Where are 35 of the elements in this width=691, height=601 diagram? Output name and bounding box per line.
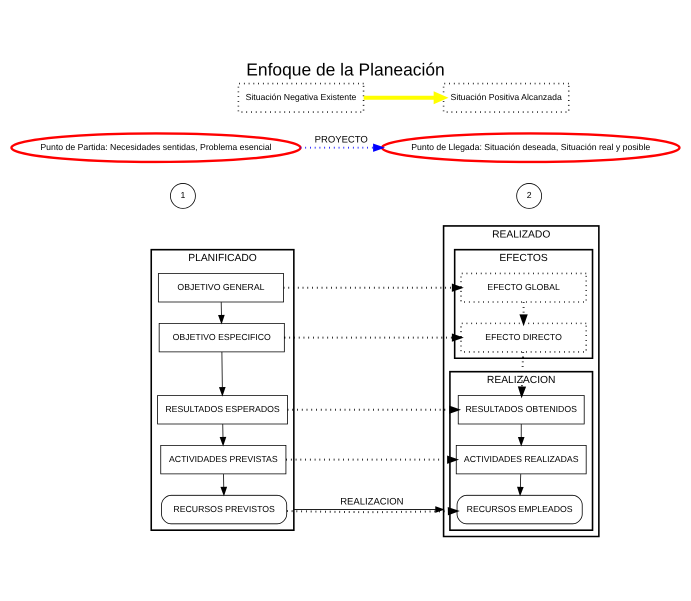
node-box: EFECTO DIRECTO xyxy=(460,322,587,353)
node-box: OBJETIVO GENERAL xyxy=(158,273,284,302)
arrow xyxy=(284,284,464,292)
edge-label: PROYECTO xyxy=(314,134,368,146)
node-box: OBJETIVO ESPECIFICO xyxy=(158,322,285,352)
node-box: Situación Negativa Existente xyxy=(238,82,364,113)
arrow xyxy=(284,333,464,342)
node-ellipse: Punto de Partida: Necesidades sentidas, Problema esencial xyxy=(10,132,302,164)
arrow xyxy=(517,474,524,496)
arrow xyxy=(364,91,448,104)
arrow xyxy=(288,406,462,414)
node-ellipse: Punto de Llegada: Situación deseada, Situación real y posible xyxy=(380,132,681,164)
arrow xyxy=(519,302,528,326)
arrow xyxy=(286,455,460,464)
node-box: ACTIVIDADES REALIZADAS xyxy=(456,445,587,474)
node-circle: 2 xyxy=(516,183,542,209)
node-box: RECURSOS EMPLEADOS xyxy=(456,494,583,524)
edge-label: REALIZACION xyxy=(340,496,404,508)
arrow xyxy=(293,506,445,513)
arrow xyxy=(220,474,228,496)
arrow xyxy=(518,352,526,398)
arrow xyxy=(220,424,226,446)
arrow xyxy=(300,144,385,152)
diagram-title: Enfoque de la Planeación xyxy=(246,59,445,80)
arrow xyxy=(518,424,525,446)
arrow xyxy=(218,302,225,324)
node-box: RESULTADOS OBTENIDOS xyxy=(458,395,585,424)
node-box: RECURSOS PREVISTOS xyxy=(161,494,288,524)
node-box: ACTIVIDADES PREVISTAS xyxy=(160,445,286,474)
node-circle: 1 xyxy=(170,183,196,209)
node-box: EFECTO GLOBAL xyxy=(460,272,587,303)
arrow xyxy=(218,352,226,397)
node-box: Situación Positiva Alcanzada xyxy=(442,82,570,113)
node-box: RESULTADOS ESPERADOS xyxy=(157,395,288,424)
arrow xyxy=(286,507,460,516)
